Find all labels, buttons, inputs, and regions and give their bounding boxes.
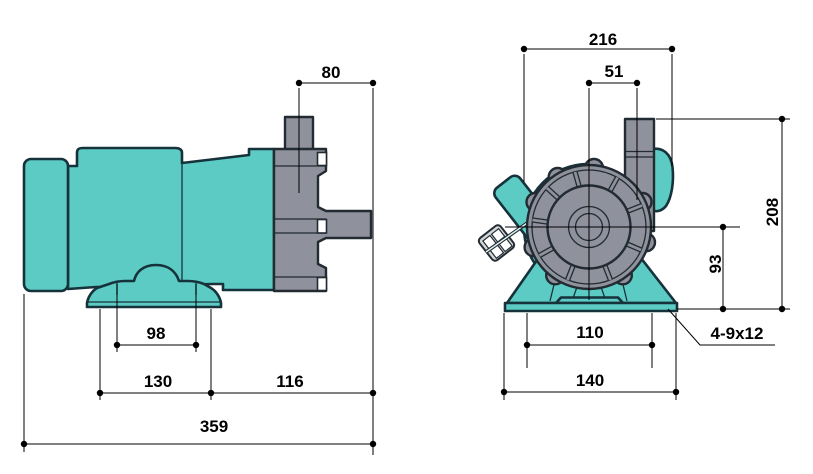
base-plate xyxy=(503,301,679,313)
dimension-130: 130 xyxy=(96,309,215,400)
side-view xyxy=(22,115,373,309)
dim-label-140: 140 xyxy=(576,371,604,390)
dimension-93: 93 xyxy=(706,223,727,313)
motor-end-cap xyxy=(22,157,70,293)
dimension-51: 51 xyxy=(585,62,641,87)
front-view xyxy=(477,117,679,313)
dimension-110: 110 xyxy=(523,313,656,368)
dim-label-51: 51 xyxy=(605,62,624,81)
dim-label-4-9x12: 4-9x12 xyxy=(711,324,764,343)
casing-ribs xyxy=(532,171,643,281)
dim-label-80: 80 xyxy=(322,63,341,82)
dimension-mounting-slots: 4-9x12 xyxy=(667,308,775,346)
dim-label-93: 93 xyxy=(706,255,725,274)
dim-label-359: 359 xyxy=(200,417,228,436)
clamp-slot-bottom xyxy=(316,276,328,292)
motor-flange-lobe xyxy=(650,147,675,213)
front-view-dimensions: 216 51 208 93 110 xyxy=(500,30,790,400)
dim-label-110: 110 xyxy=(576,323,603,342)
clamp-slot-mid xyxy=(316,218,328,234)
dimension-359: 359 xyxy=(20,294,377,452)
side-view-dimensions: 80 98 130 116 359 xyxy=(20,63,377,455)
dimension-140: 140 xyxy=(500,313,680,400)
clamp-slot-top xyxy=(316,151,328,167)
dim-label-208: 208 xyxy=(763,198,782,226)
dim-label-216: 216 xyxy=(589,30,617,49)
dimension-208: 208 xyxy=(656,115,790,313)
dim-label-130: 130 xyxy=(144,372,172,391)
dim-label-98: 98 xyxy=(147,324,166,343)
dimension-98: 98 xyxy=(113,284,200,352)
dimension-116: 116 xyxy=(211,372,377,397)
mounting-foot xyxy=(85,263,223,309)
dimension-216: 216 xyxy=(520,30,676,182)
dim-label-116: 116 xyxy=(276,372,303,391)
